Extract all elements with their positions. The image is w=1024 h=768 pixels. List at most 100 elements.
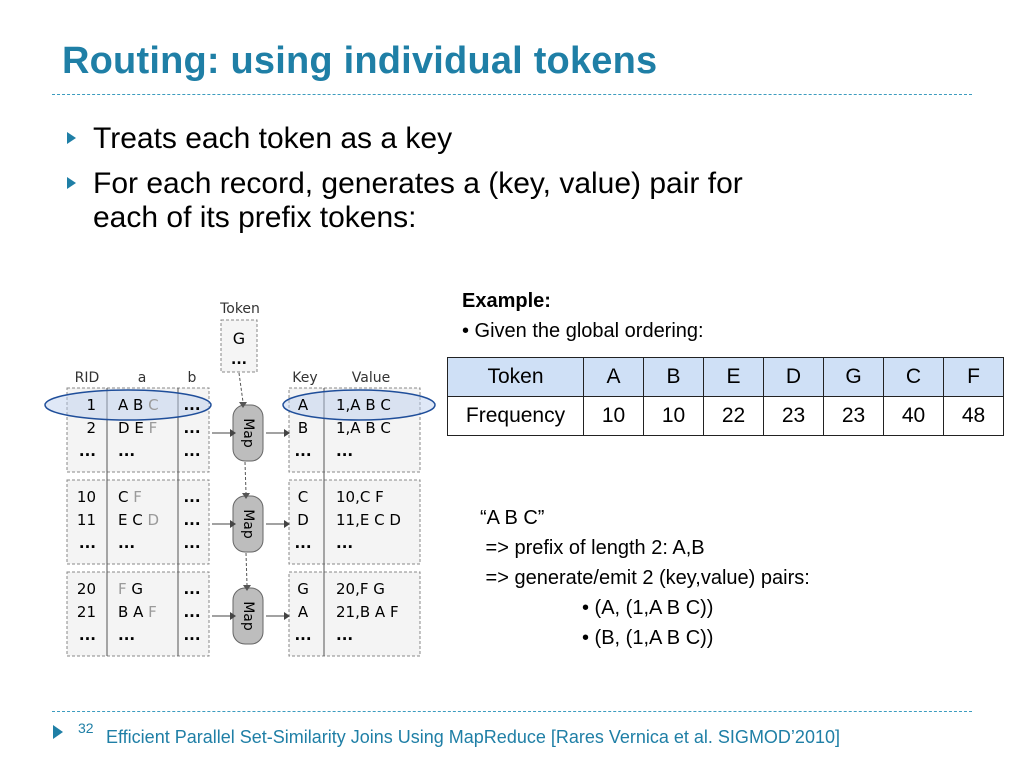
input-rid: ...: [79, 442, 96, 460]
input-b: ...: [183, 580, 200, 598]
map-node-3: Map: [232, 587, 264, 645]
output-value: ...: [336, 442, 353, 460]
footer-divider: [52, 711, 972, 712]
output-key: ...: [294, 442, 311, 460]
bullet-arrow-icon: [67, 132, 76, 144]
input-rid: 2: [86, 419, 96, 437]
row-header-token: Token: [447, 357, 584, 397]
output-key: G: [297, 580, 309, 598]
table-cell: 10: [583, 396, 644, 436]
bullet-text-continuation: each of its prefix tokens:: [93, 201, 417, 234]
input-tokens: C F: [118, 488, 142, 506]
output-group-1: [288, 387, 421, 473]
input-b: ...: [183, 626, 200, 644]
row-header-frequency: Frequency: [447, 396, 584, 436]
output-key: C: [298, 488, 308, 506]
header-b: b: [188, 370, 197, 386]
output-value: 10,C F: [336, 488, 384, 506]
walkthrough-quote: “A B C”: [480, 507, 545, 529]
footer-citation: Efficient Parallel Set-Similarity Joins …: [106, 727, 840, 747]
walkthrough-prefix: => prefix of length 2: A,B: [480, 537, 705, 559]
output-value: ...: [336, 626, 353, 644]
highlight-ellipse-input: [44, 389, 212, 421]
output-group-3: [288, 571, 421, 657]
table-row-frequency: Frequency 10 10 22 23 23 40 48: [447, 396, 1004, 436]
input-b: ...: [183, 603, 200, 621]
arrowheads: [230, 429, 290, 620]
table-cell: A: [583, 357, 644, 397]
input-group-1: [66, 387, 210, 473]
input-b: ...: [183, 511, 200, 529]
slide-title: Routing: using individual tokens: [62, 40, 658, 82]
output-value: 11,E C D: [336, 511, 401, 529]
table-cell: 22: [703, 396, 764, 436]
input-rid: 1: [86, 396, 96, 414]
highlight-ellipse-output: [282, 389, 436, 421]
broadcast-arrows: [238, 372, 248, 586]
output-key: A: [298, 603, 309, 621]
header-rid: RID: [75, 370, 100, 386]
example-heading: Example:: [462, 290, 551, 312]
bullet-arrow-icon: [67, 177, 76, 189]
map-label: Map: [240, 418, 256, 448]
table-cell: D: [763, 357, 824, 397]
table-cell: 48: [943, 396, 1004, 436]
output-value: 20,F G: [336, 580, 385, 598]
table-cell: F: [943, 357, 1004, 397]
input-rid: 21: [77, 603, 96, 621]
input-tokens: F G: [118, 580, 143, 598]
token-box-ellipsis: ...: [231, 352, 247, 368]
input-rid: 20: [77, 580, 96, 598]
title-divider: [52, 94, 972, 95]
input-tokens: D E F: [118, 419, 157, 437]
token-frequency-table: Token A B E D G C F Frequency 10 10 22 2…: [447, 357, 1004, 436]
example-subtext: • Given the global ordering:: [462, 320, 704, 342]
token-box-header: Token: [219, 301, 260, 317]
footer-arrow-icon: [53, 725, 63, 739]
table-row-token: Token A B E D G C F: [447, 357, 1004, 397]
table-cell: 23: [823, 396, 884, 436]
token-box: [220, 319, 258, 373]
input-tokens: ...: [118, 534, 135, 552]
input-group-2: [66, 479, 210, 565]
output-value: ...: [336, 534, 353, 552]
input-rid: 11: [77, 511, 96, 529]
output-value: 1,A B C: [336, 419, 391, 437]
broadcast-arrowheads: [239, 402, 251, 591]
map-node-1: Map: [232, 404, 264, 462]
walkthrough-pair-a: • (A, (1,A B C)): [582, 597, 714, 619]
bullet-text: Treats each token as a key: [93, 122, 453, 155]
output-key: ...: [294, 626, 311, 644]
input-arrows: [212, 432, 284, 617]
token-box-g: G: [233, 329, 245, 348]
output-key: B: [298, 419, 308, 437]
table-cell: E: [703, 357, 764, 397]
input-b: ...: [183, 488, 200, 506]
map-label: Map: [240, 601, 256, 631]
map-node-2: Map: [232, 495, 264, 553]
input-rid: ...: [79, 626, 96, 644]
table-cell: 23: [763, 396, 824, 436]
input-tokens: A B C: [118, 396, 159, 414]
table-cell: C: [883, 357, 944, 397]
input-b: ...: [183, 419, 200, 437]
table-cell: G: [823, 357, 884, 397]
output-value: 1,A B C: [336, 396, 391, 414]
walkthrough-emit: => generate/emit 2 (key,value) pairs:: [480, 567, 810, 589]
map-label: Map: [240, 509, 256, 539]
output-value: 21,B A F: [336, 603, 399, 621]
input-rid: ...: [79, 534, 96, 552]
mapreduce-diagram: Token G ... RID a b Key Value Map Map Ma…: [44, 301, 436, 657]
output-key: D: [297, 511, 309, 529]
input-b: ...: [183, 534, 200, 552]
table-cell: 10: [643, 396, 704, 436]
header-value: Value: [352, 370, 390, 386]
input-b: ...: [183, 442, 200, 460]
input-tokens: E C D: [118, 511, 159, 529]
table-cell: 40: [883, 396, 944, 436]
input-b: ...: [183, 396, 200, 414]
output-key: ...: [294, 534, 311, 552]
input-tokens: ...: [118, 626, 135, 644]
output-key: A: [298, 396, 309, 414]
input-tokens: B A F: [118, 603, 157, 621]
